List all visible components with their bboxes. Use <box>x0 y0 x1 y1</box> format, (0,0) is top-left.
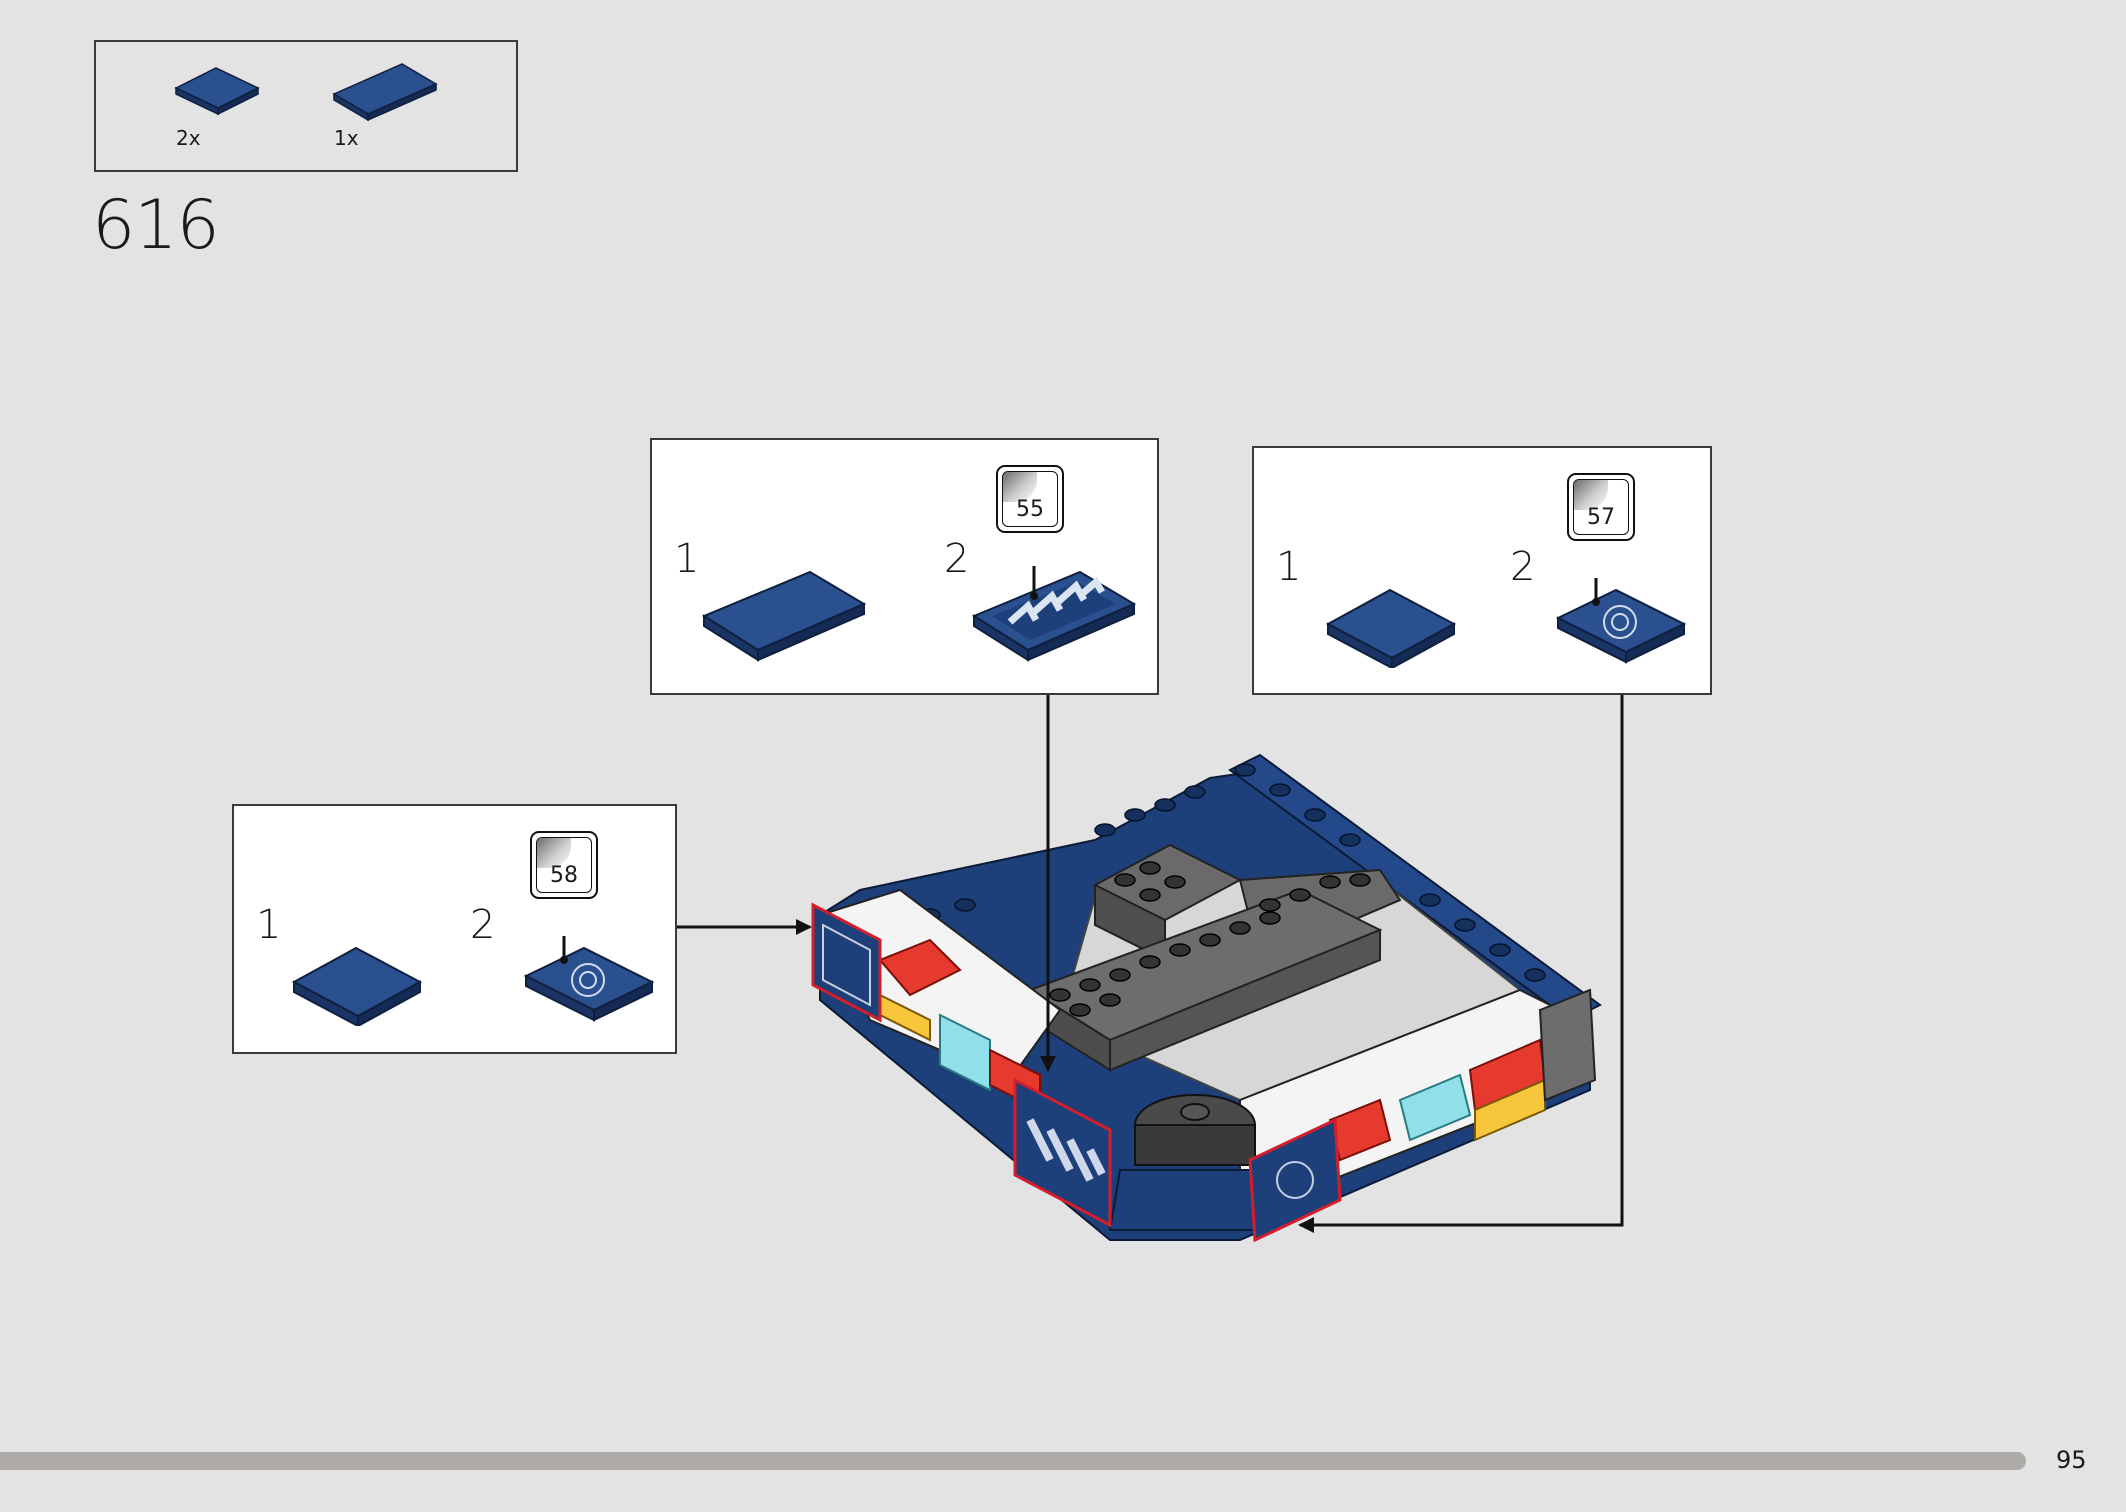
part-quantity: 1x <box>334 126 359 150</box>
sticker-icon: 57 <box>1567 473 1635 541</box>
tile-2x2-part <box>1325 588 1457 668</box>
substep-number: 2 <box>470 902 496 948</box>
step-number: 616 <box>92 186 220 265</box>
substep-number: 1 <box>256 902 282 948</box>
substep-number: 1 <box>674 536 700 582</box>
stickered-tile-part <box>523 936 655 1022</box>
substep-number: 2 <box>944 536 970 582</box>
substep-number: 1 <box>1276 544 1302 590</box>
stickered-tile-part <box>1555 578 1687 664</box>
page-number: 95 <box>2056 1446 2087 1474</box>
stickered-tile-part <box>971 566 1137 662</box>
tile-2x3-part <box>332 63 438 122</box>
callout-box: 1 2 55 <box>650 438 1159 695</box>
tile-2x3-part <box>701 570 867 662</box>
tile-2x2-part <box>291 946 423 1026</box>
sticker-icon: 58 <box>530 831 598 899</box>
substep-number: 2 <box>1510 544 1536 590</box>
tile-2x2-part <box>174 67 260 116</box>
sticker-number: 57 <box>1587 505 1615 530</box>
page-progress-bar <box>0 1452 2026 1470</box>
sticker-number: 55 <box>1016 497 1044 522</box>
callout-box: 1 2 57 <box>1252 446 1712 695</box>
part-quantity: 2x <box>176 126 201 150</box>
sticker-icon: 55 <box>996 465 1064 533</box>
callout-box: 1 2 58 <box>232 804 677 1054</box>
sticker-number: 58 <box>550 863 578 888</box>
parts-list: 2x 1x <box>94 40 518 172</box>
